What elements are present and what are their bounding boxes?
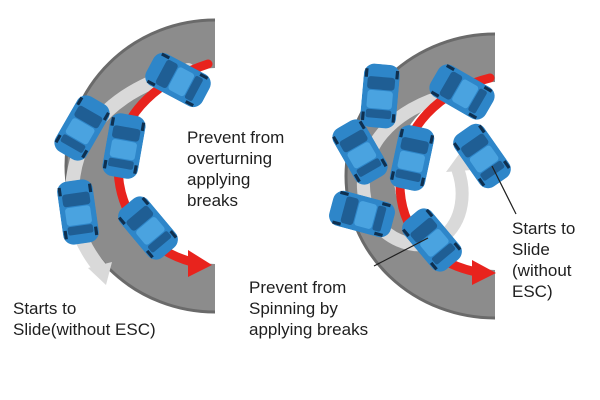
right-road-outer-edge — [344, 32, 496, 320]
right-callout-line-right — [491, 165, 517, 215]
right-gray-spin-arrowhead — [446, 150, 472, 172]
right-side-label: Starts to Slide (without ESC) — [512, 219, 576, 301]
right-center-label: Prevent from Spinning by applying breaks — [249, 278, 369, 339]
right-car-spinning-top — [359, 62, 401, 130]
left-center-label: Prevent from overturning applying breaks — [187, 128, 285, 210]
left-gray-slide-arrowhead — [88, 262, 112, 285]
left-red-arrowhead — [188, 250, 212, 277]
right-callout-line-center — [373, 237, 429, 267]
left-bottom-label: Starts to Slide(without ESC) — [13, 299, 156, 339]
right-scene — [326, 32, 517, 320]
left-scene — [50, 18, 216, 314]
left-road-outer-edge — [64, 18, 216, 314]
right-red-arrowhead — [472, 260, 496, 285]
